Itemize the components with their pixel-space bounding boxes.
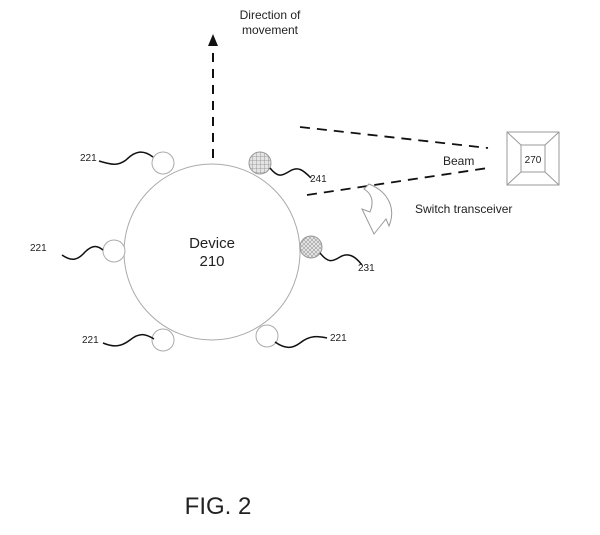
direction-label-line1: Direction of [240, 8, 301, 22]
label-221-bottom-right: 221 [330, 333, 347, 344]
transceiver-241-active [248, 151, 272, 175]
device-label: Device [189, 235, 235, 252]
device-circle [123, 163, 301, 341]
target-box-270 [506, 131, 560, 186]
transceiver-221-bottom-right [255, 324, 279, 348]
transceiver-221-left [102, 239, 126, 263]
target-box-label: 270 [525, 155, 542, 166]
beam-lines [299, 126, 489, 196]
switch-label: Switch transceiver [415, 202, 512, 216]
label-221-top-left: 221 [80, 153, 97, 164]
label-221-bottom-left: 221 [82, 335, 99, 346]
device-number: 210 [199, 253, 224, 270]
label-241: 241 [310, 174, 327, 185]
direction-label-line2: movement [242, 23, 299, 37]
label-231: 231 [358, 263, 375, 274]
label-221-left: 221 [30, 243, 47, 254]
switch-arrow-icon [361, 183, 393, 235]
transceiver-231-switch [299, 235, 323, 259]
figure-caption: FIG. 2 [185, 493, 252, 520]
lead-lines [61, 151, 363, 349]
transceiver-221-bottom-left [151, 328, 175, 352]
beam-label: Beam [443, 154, 474, 168]
transceiver-221-top-left [151, 151, 175, 175]
direction-arrow [208, 34, 218, 158]
